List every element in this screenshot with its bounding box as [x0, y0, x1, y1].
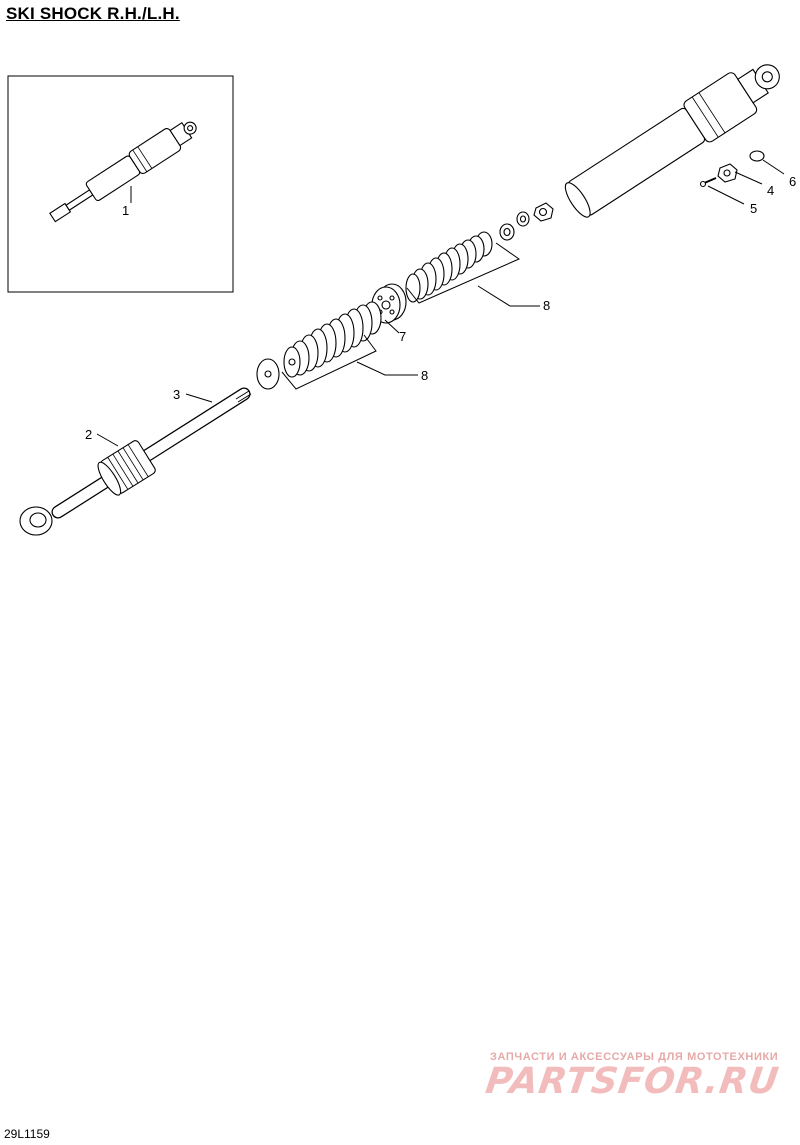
piston-rod-part-3 [51, 387, 252, 519]
callout-1: 1 [122, 203, 129, 218]
callout-5: 5 [750, 201, 757, 216]
leader-5 [707, 185, 745, 205]
leader-7 [384, 319, 400, 334]
leader-4 [734, 171, 763, 185]
upper-shim-stack [405, 231, 493, 303]
callout-6: 6 [789, 174, 796, 189]
assembled-shock-illustration [49, 121, 197, 223]
callout-2: 2 [85, 427, 92, 442]
screw-part-5 [699, 177, 717, 188]
watermark-logo: PARTSFOR.RU [483, 1061, 782, 1102]
nut-part-4 [717, 163, 738, 183]
inset-frame [7, 75, 234, 293]
reference-code: 29L1159 [4, 1127, 50, 1141]
callout-4: 4 [767, 183, 774, 198]
leader-3 [185, 393, 213, 403]
leader-8b [356, 361, 418, 376]
o-ring-part-6 [749, 150, 765, 162]
leader-8a [477, 285, 540, 307]
lower-shim-stack [283, 301, 382, 378]
callout-3: 3 [173, 387, 180, 402]
leader-6 [762, 159, 785, 175]
upper-stack-bracket [406, 242, 521, 304]
callout-8-lower: 8 [421, 368, 428, 383]
page-title: SKI SHOCK R.H./L.H. [6, 4, 180, 23]
shock-body [564, 64, 780, 218]
callout-7: 7 [399, 329, 406, 344]
lower-stack-bracket [281, 334, 377, 390]
rod-eye [19, 506, 53, 536]
leader-2 [96, 433, 119, 447]
callout-8-upper: 8 [543, 298, 550, 313]
rod-nut [533, 202, 554, 222]
watermark-tagline: ЗАПЧАСТИ И АКСЕССУАРЫ ДЛЯ МОТОТЕХНИКИ [490, 1051, 779, 1063]
seal-bearing-part-2 [97, 440, 156, 496]
